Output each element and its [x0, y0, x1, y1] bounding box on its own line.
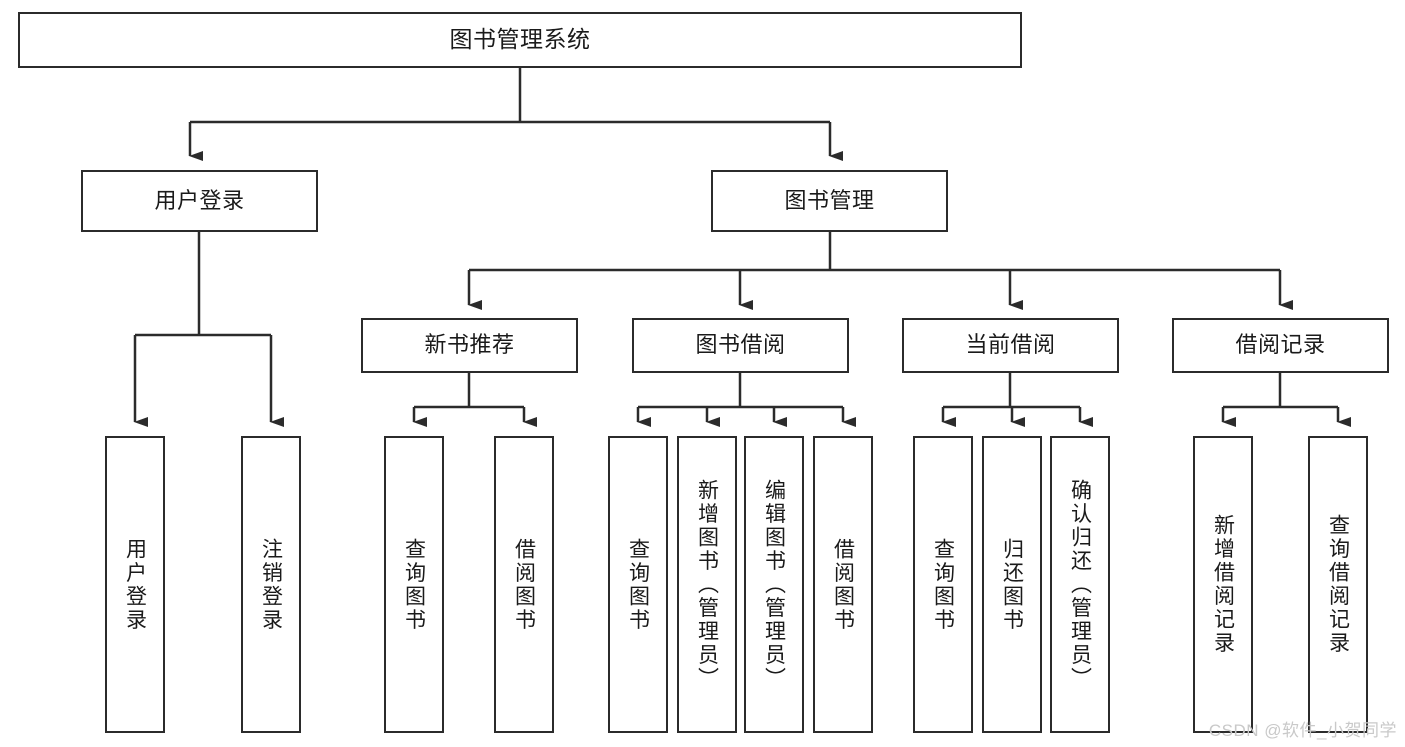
node-book-management[interactable]: 图书管理 — [711, 170, 948, 232]
node-label: 编辑图书（管理员） — [762, 478, 786, 691]
node-label: 借阅记录 — [1235, 332, 1326, 358]
node-label: 确认归还（管理员） — [1068, 478, 1092, 691]
node-label: 借阅图书 — [831, 537, 855, 632]
node-label: 用户登录 — [123, 537, 147, 632]
node-label: 新增图书（管理员） — [695, 478, 719, 691]
node-user-login[interactable]: 用户登录 — [81, 170, 318, 232]
node-label: 图书管理系统 — [449, 26, 591, 53]
leaf-record-add[interactable]: 新增借阅记录 — [1193, 436, 1253, 733]
leaf-new-book-query[interactable]: 查询图书 — [384, 436, 444, 733]
leaf-current-confirm-return-admin[interactable]: 确认归还（管理员） — [1050, 436, 1110, 733]
node-label: 查询图书 — [402, 537, 426, 632]
leaf-logout[interactable]: 注销登录 — [241, 436, 301, 733]
leaf-current-query-book[interactable]: 查询图书 — [913, 436, 973, 733]
csdn-watermark: CSDN @软件_小贺同学 — [1208, 721, 1397, 740]
node-label: 用户登录 — [154, 187, 245, 213]
node-label: 当前借阅 — [965, 332, 1056, 358]
node-root-book-management-system[interactable]: 图书管理系统 — [18, 12, 1022, 68]
node-borrow-record[interactable]: 借阅记录 — [1172, 318, 1389, 373]
leaf-borrow-borrow-book[interactable]: 借阅图书 — [813, 436, 873, 733]
node-new-book-recommend[interactable]: 新书推荐 — [361, 318, 578, 373]
leaf-borrow-add-book-admin[interactable]: 新增图书（管理员） — [677, 436, 737, 733]
node-label: 查询图书 — [931, 537, 955, 632]
node-label: 查询借阅记录 — [1326, 514, 1350, 655]
node-label: 图书管理 — [784, 187, 875, 213]
node-current-borrow[interactable]: 当前借阅 — [902, 318, 1119, 373]
leaf-borrow-query-book[interactable]: 查询图书 — [608, 436, 668, 733]
node-label: 查询图书 — [626, 537, 650, 632]
node-label: 图书借阅 — [695, 332, 786, 358]
node-label: 新书推荐 — [424, 332, 515, 358]
leaf-user-login[interactable]: 用户登录 — [105, 436, 165, 733]
node-book-borrow[interactable]: 图书借阅 — [632, 318, 849, 373]
node-label: 归还图书 — [1000, 537, 1024, 632]
leaf-new-book-borrow[interactable]: 借阅图书 — [494, 436, 554, 733]
node-label: 注销登录 — [259, 537, 283, 632]
node-label: 新增借阅记录 — [1211, 514, 1235, 655]
leaf-record-query[interactable]: 查询借阅记录 — [1308, 436, 1368, 733]
leaf-current-return-book[interactable]: 归还图书 — [982, 436, 1042, 733]
node-label: 借阅图书 — [512, 537, 536, 632]
leaf-borrow-edit-book-admin[interactable]: 编辑图书（管理员） — [744, 436, 804, 733]
